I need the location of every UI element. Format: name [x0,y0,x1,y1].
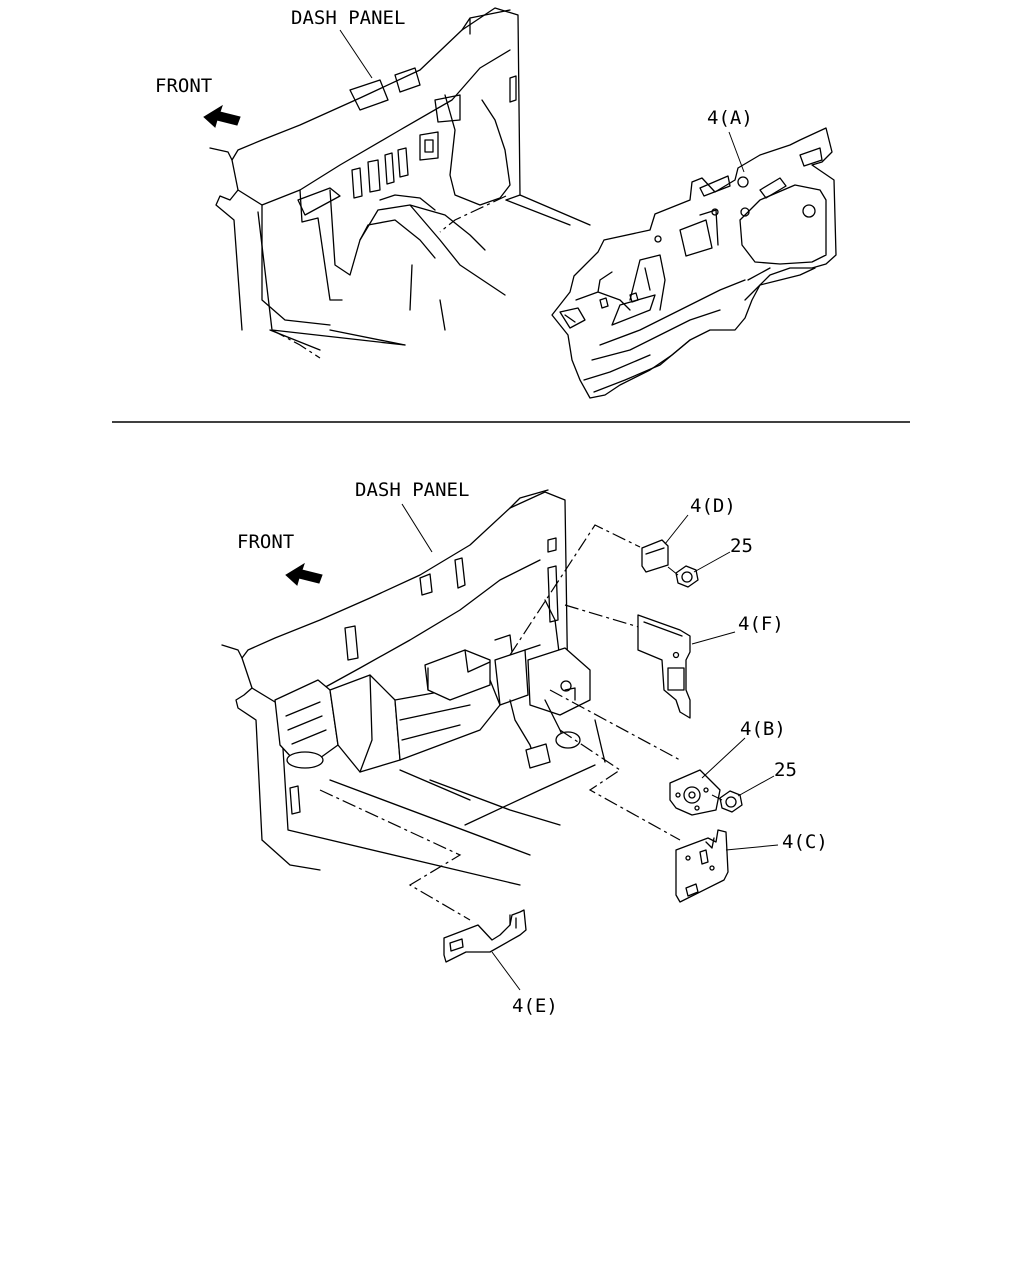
insulator-4a [551,127,837,399]
dash-panel-leader-top [339,29,373,79]
dash-panel-label-top: DASH PANEL [291,7,405,29]
part-4c-leader [725,844,779,851]
part-4a-label: 4(A) [707,107,753,129]
insulator-4a-body [551,127,837,399]
leader-4f [564,604,643,629]
part-4a-leader [728,131,745,173]
front-arrow-top-icon [203,104,241,128]
part-4b-label: 4(B) [740,718,786,740]
part-4c-label: 4(C) [782,831,828,853]
top-view: DASH PANEL FRONT [155,7,837,399]
part-4e-leader [491,951,521,991]
nut-25-lower-label: 25 [774,759,797,781]
leader-4c [559,729,681,841]
insulator-4b [669,769,721,816]
dash-panel-label-bottom: DASH PANEL [355,479,469,501]
part-4e-label: 4(E) [512,995,558,1017]
nut-25-upper [667,565,699,588]
leader-4e [319,789,471,921]
nut-25-upper-label: 25 [730,535,753,557]
leader-4d [509,524,641,656]
insulator-4f [637,614,691,719]
insulator-4c [675,829,729,903]
front-arrow-bottom-icon [285,562,323,586]
vehicle-body-top [209,7,591,359]
part-4f-leader [691,631,736,645]
bottom-view: DASH PANEL FRONT [221,479,828,1017]
part-4d-leader [664,514,689,545]
part-4b-leader [701,737,746,779]
front-label-top: FRONT [155,75,212,97]
part-4f-label: 4(F) [738,613,784,635]
nut-25-lower [711,790,743,813]
nut-25-lower-leader [737,775,775,797]
nut-25-upper-leader [693,551,731,573]
insulator-4e [443,909,527,963]
front-label-bottom: FRONT [237,531,294,553]
vehicle-body-bottom [221,489,606,886]
dash-panel-leader-bottom [401,503,433,553]
insulator-4a-hole [802,204,816,218]
part-4d-label: 4(D) [690,495,736,517]
insulator-4d [641,539,669,573]
